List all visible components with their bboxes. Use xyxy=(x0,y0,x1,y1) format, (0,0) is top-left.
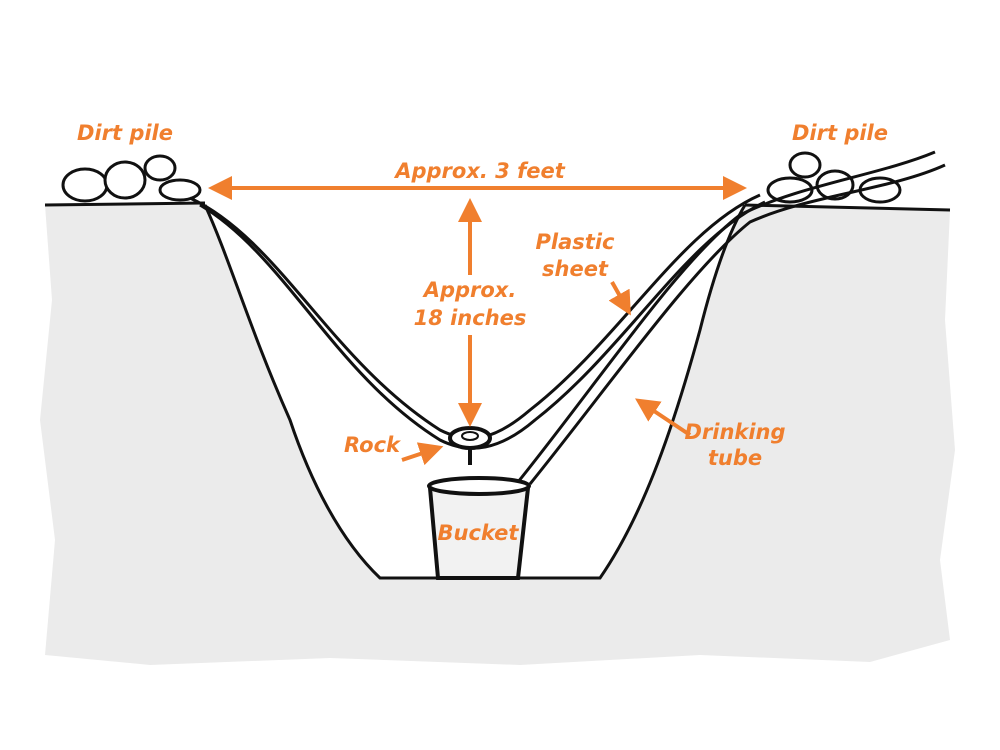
rock-arrow xyxy=(401,442,444,466)
ground-surface-line xyxy=(44,201,951,212)
rock xyxy=(448,426,492,465)
ground xyxy=(40,205,955,665)
label-dirt-pile-right: Dirt pile xyxy=(792,121,888,145)
label-tube-2: tube xyxy=(708,446,762,470)
label-rock: Rock xyxy=(344,433,402,457)
label-width: Approx. 3 feet xyxy=(393,159,565,183)
label-bucket: Bucket xyxy=(438,521,520,545)
label-plastic-2: sheet xyxy=(542,257,609,281)
tube-arrow xyxy=(635,398,692,437)
label-dirt-pile-left: Dirt pile xyxy=(77,121,173,145)
label-depth-2: 18 inches xyxy=(414,306,527,330)
drinking-tube xyxy=(516,150,946,485)
plastic-arrow xyxy=(608,281,631,316)
label-plastic-1: Plastic xyxy=(536,230,615,254)
pit-wall xyxy=(203,204,747,580)
dirt-pile-left xyxy=(61,154,202,203)
label-tube-1: Drinking xyxy=(684,420,785,444)
bucket xyxy=(427,476,531,580)
label-depth-1: Approx. xyxy=(422,278,517,302)
